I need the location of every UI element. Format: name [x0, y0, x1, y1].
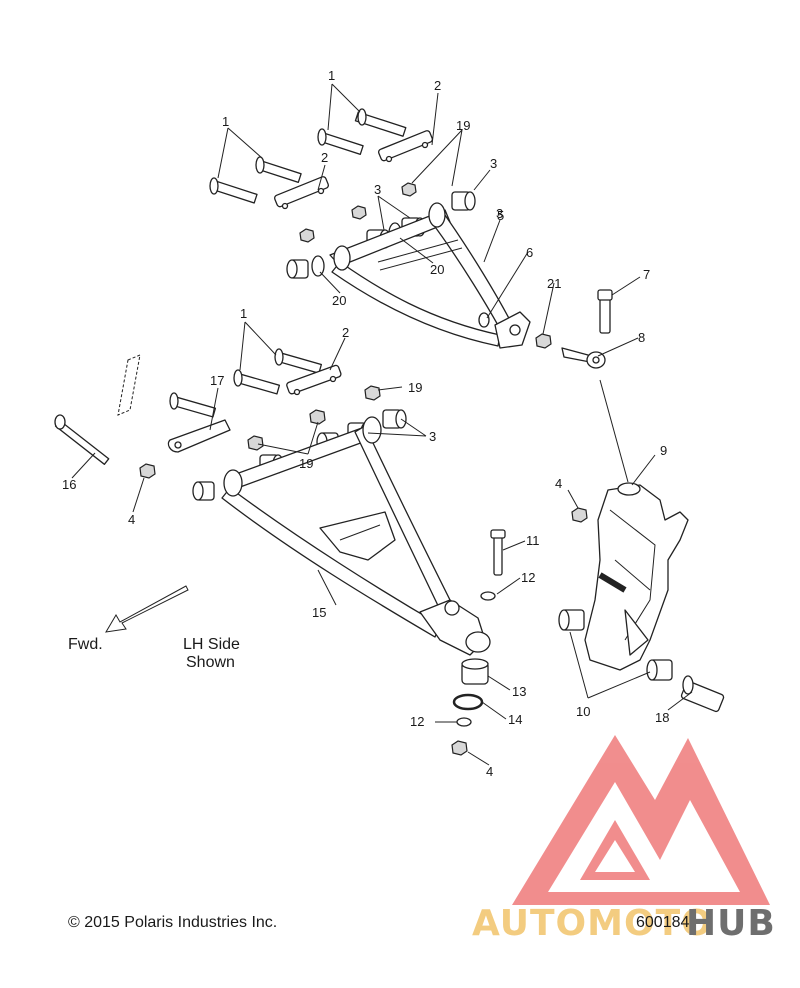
callout-20a: 20 — [430, 262, 444, 277]
bolt-lower-3 — [169, 392, 217, 418]
callout-14: 14 — [508, 712, 522, 727]
watermark-text-b: HUB — [686, 903, 776, 944]
forward-label: Fwd. — [68, 636, 103, 653]
cam-plate-upper-a — [378, 130, 433, 163]
view-note-line2: Shown — [186, 654, 235, 671]
bushing-lower-a — [382, 409, 407, 429]
bushing-lower-e — [192, 481, 215, 501]
strap-dashed — [117, 354, 141, 416]
callout-19c: 19 — [299, 456, 313, 471]
cam-plate-17 — [167, 419, 231, 453]
drawing-number: 600184 — [636, 914, 689, 931]
callout-8: 8 — [638, 330, 645, 345]
bolt-lower-2 — [233, 369, 281, 395]
callout-4a: 4 — [128, 512, 135, 527]
cam-plate-lower — [286, 364, 342, 396]
callout-20b: 20 — [332, 293, 346, 308]
callout-4c: 4 — [486, 764, 493, 779]
callout-12b: 12 — [410, 714, 424, 729]
callout-1c: 1 — [240, 306, 247, 321]
nut-lower-19b — [309, 409, 326, 425]
callout-19a: 19 — [456, 118, 470, 133]
nut-lower-4 — [139, 463, 156, 479]
lower-a-arm — [221, 416, 491, 656]
bushing-upper-a — [451, 191, 476, 211]
callout-3c: 3 — [429, 429, 436, 444]
view-note-line1: LH Side — [183, 636, 240, 653]
bolt-11 — [490, 529, 506, 576]
callout-21: 21 — [547, 276, 561, 291]
nut-upper-b — [351, 205, 367, 220]
bolt-upper-2 — [317, 128, 364, 156]
bolt-16 — [54, 414, 110, 465]
callout-9: 9 — [660, 443, 667, 458]
callout-1b: 1 — [222, 114, 229, 129]
callout-2b: 2 — [321, 150, 328, 165]
callout-numbers: 1 1 1 2 2 2 3 3 3 3 4 4 4 5 6 7 8 9 10 1… — [62, 68, 669, 779]
ball-joint-13 — [461, 658, 489, 685]
bolt-upper-1 — [354, 108, 407, 137]
watermark-text-a: AUTOMOTO — [472, 903, 713, 944]
nut-lower-19c — [247, 435, 264, 451]
callout-2a: 2 — [434, 78, 441, 93]
knuckle-group — [558, 482, 725, 713]
callout-15: 15 — [312, 605, 326, 620]
copyright-text: © 2015 Polaris Industries Inc. — [68, 914, 277, 931]
bushing-10a — [558, 609, 585, 631]
callout-17: 17 — [210, 373, 224, 388]
watermark-logo: AUTOMOTO HUB — [472, 735, 776, 944]
forward-arrow-icon — [105, 585, 189, 633]
washer-upper-b — [311, 255, 325, 277]
bolt-upper-4 — [209, 177, 258, 204]
nut-upper-c — [299, 228, 315, 243]
callout-1a: 1 — [328, 68, 335, 83]
bolt-lower-1 — [274, 348, 323, 374]
callout-10: 10 — [576, 704, 590, 719]
callout-18: 18 — [655, 710, 669, 725]
snap-ring-14 — [452, 693, 484, 711]
bushing-upper-d — [286, 259, 309, 279]
nut-lower-4b — [451, 740, 468, 756]
callout-5: 5 — [497, 208, 504, 223]
callout-4b: 4 — [555, 476, 562, 491]
clip-upper — [478, 312, 490, 328]
leader-lines — [71, 83, 693, 766]
lower-arm-group — [54, 348, 506, 756]
callout-11: 11 — [526, 533, 540, 548]
sleeve-18 — [680, 675, 725, 713]
knuckle-9 — [584, 484, 689, 671]
callout-6: 6 — [526, 245, 533, 260]
washer-12b — [456, 717, 472, 727]
bolt-upper-3 — [255, 156, 302, 184]
callout-2c: 2 — [342, 325, 349, 340]
upper-arm-group — [209, 108, 613, 369]
tie-rod-end-8 — [561, 347, 606, 369]
callout-3d: 3 — [496, 206, 503, 221]
callout-3b: 3 — [374, 182, 381, 197]
callout-7: 7 — [643, 267, 650, 282]
nut-lower-19a — [364, 385, 381, 401]
callout-3a: 3 — [490, 156, 497, 171]
bolt-7 — [597, 289, 613, 334]
washer-12a — [480, 591, 496, 601]
bushing-10b — [646, 659, 673, 681]
callout-19b: 19 — [408, 380, 422, 395]
upper-a-arm — [329, 202, 531, 349]
nut-upper-a — [401, 182, 417, 197]
callout-13: 13 — [512, 684, 526, 699]
nut-21 — [535, 333, 552, 349]
cam-plate-upper-b — [274, 176, 329, 210]
callout-16: 16 — [62, 477, 76, 492]
nut-knuckle-4 — [571, 507, 588, 523]
callout-12a: 12 — [521, 570, 535, 585]
